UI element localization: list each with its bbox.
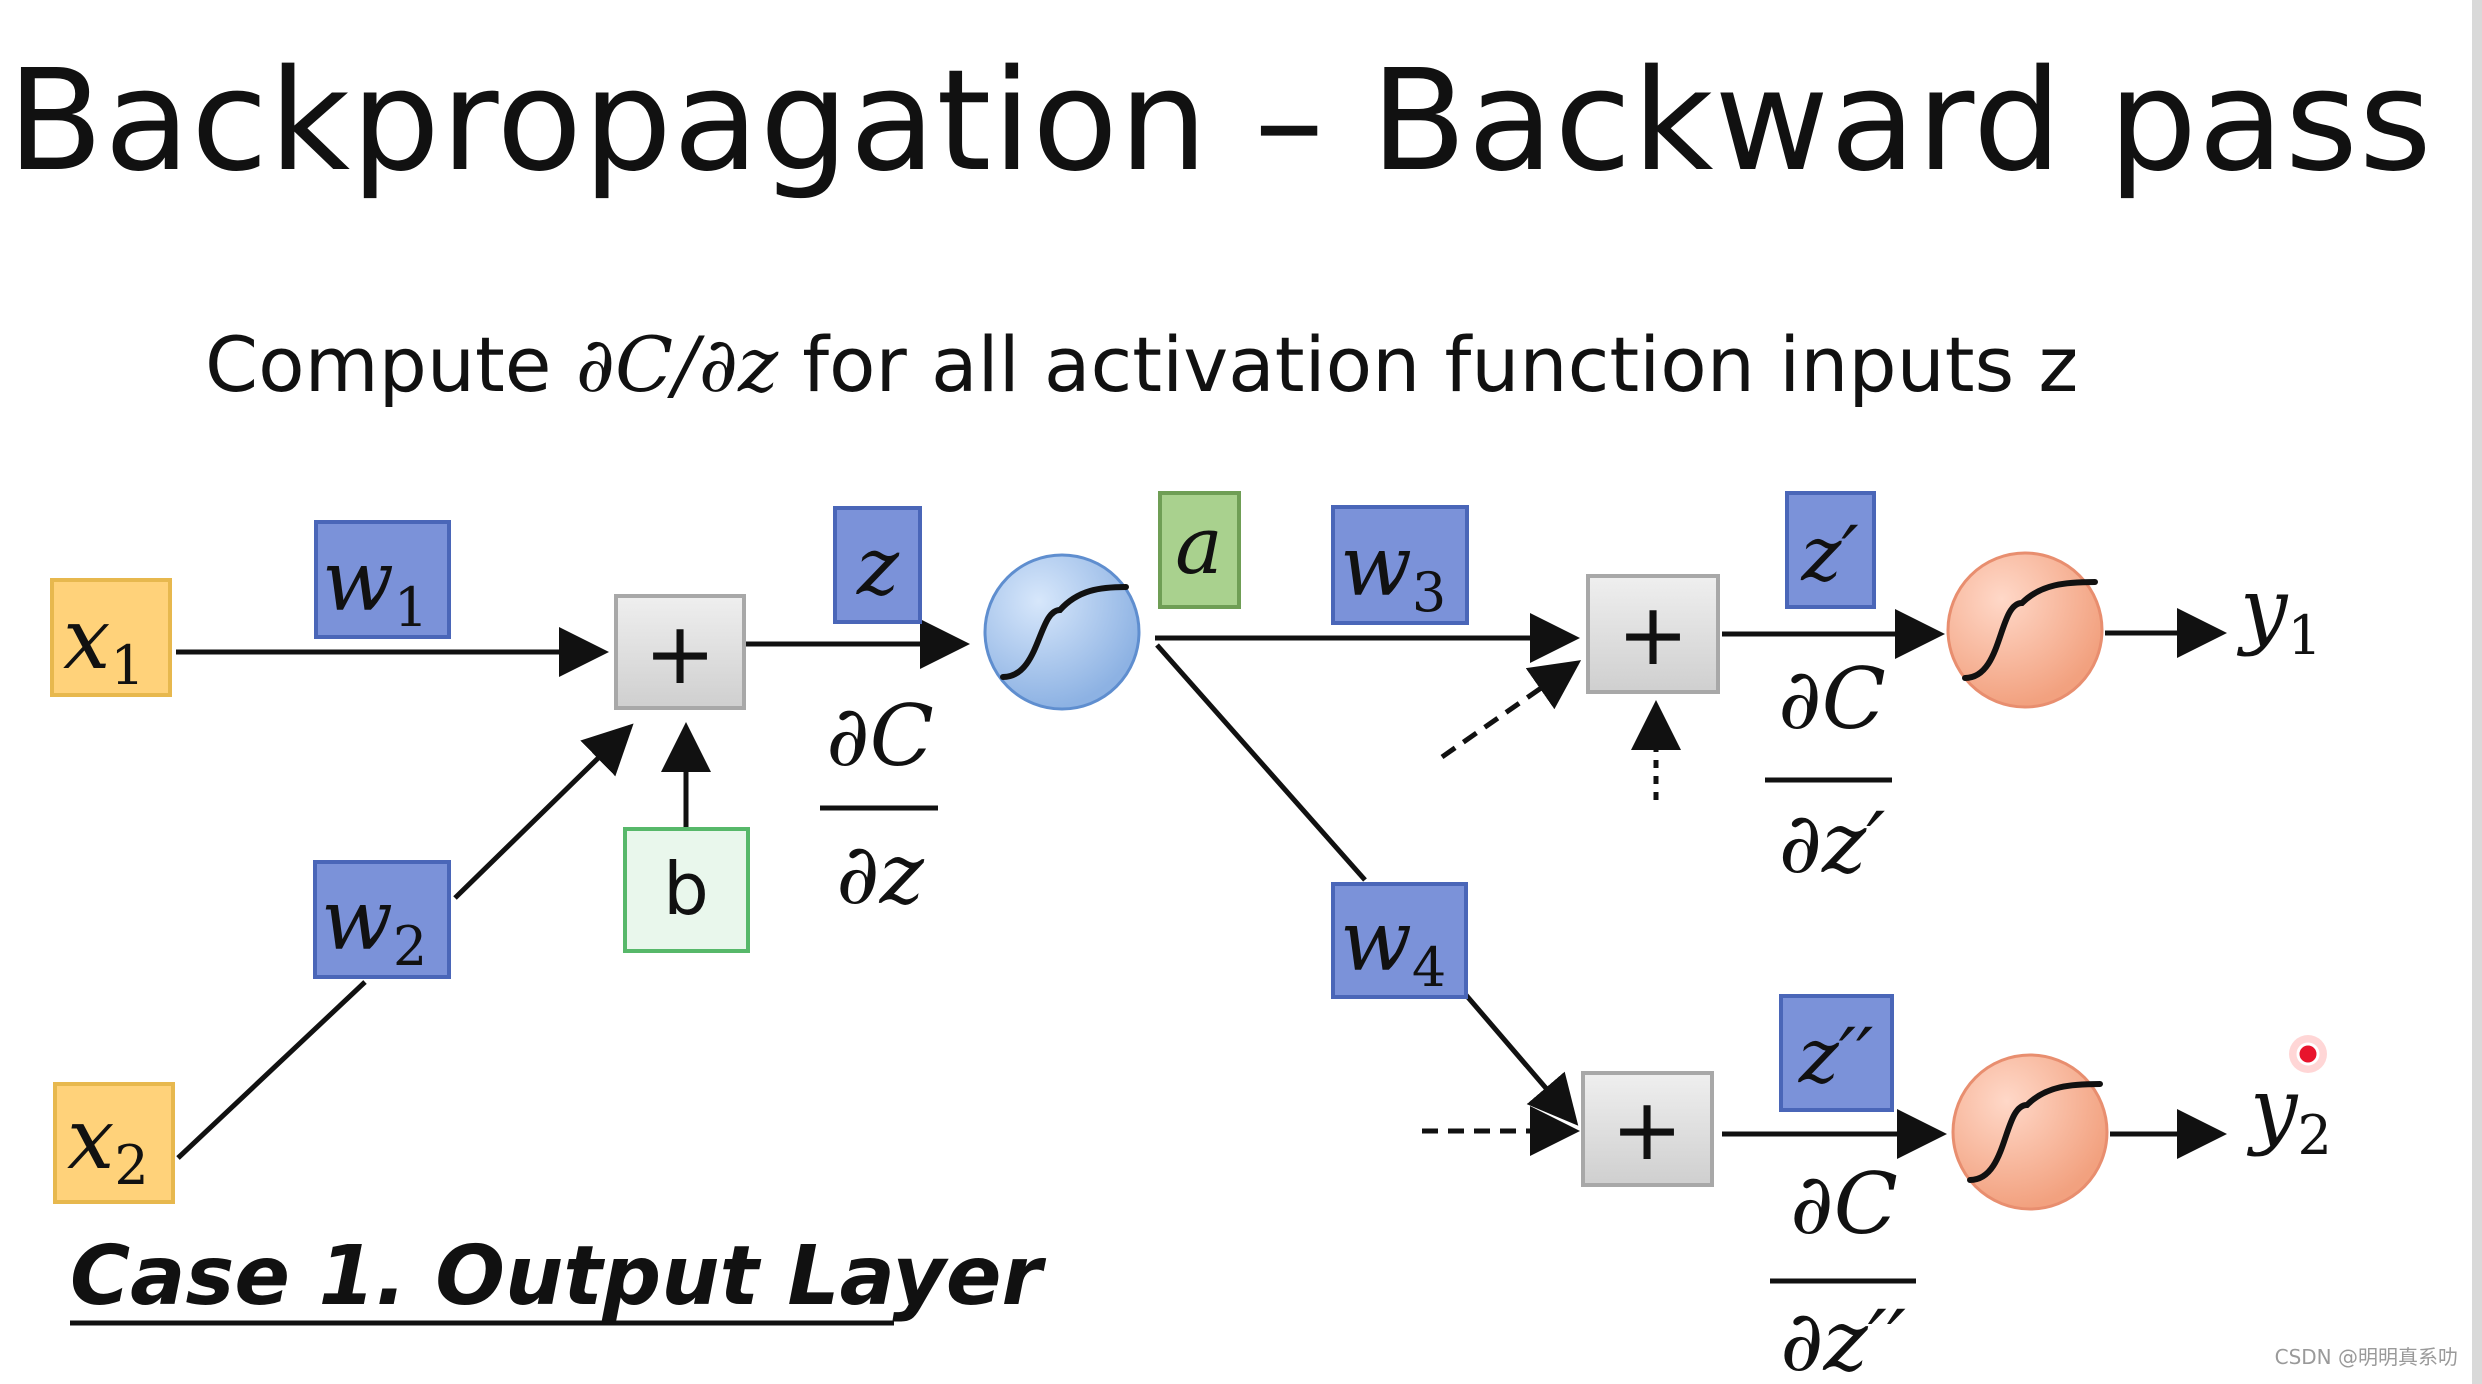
sum-node-1-symbol: + <box>644 604 716 704</box>
sum-node-3 <box>1581 1071 1714 1187</box>
slide-right-border <box>2472 0 2482 1384</box>
weight-node-w4-symbol: w4 <box>1340 892 1446 999</box>
z-node <box>833 506 922 624</box>
weight-node-w4 <box>1331 882 1468 999</box>
input-node-x2-symbol: x2 <box>67 1090 149 1197</box>
edge-w4-to-sum3 <box>1464 993 1579 1126</box>
weight-node-w2 <box>313 860 451 979</box>
subtitle-math: ∂C/∂z <box>575 320 779 409</box>
a-node <box>1158 491 1241 609</box>
sum-node-2-symbol: + <box>1617 585 1689 685</box>
sigmoid-curve-icon-3 <box>1967 1081 2103 1183</box>
edge-a-to-w4 <box>1155 643 1367 882</box>
weight-node-w1-symbol: w1 <box>322 532 428 639</box>
a-node-label: a <box>1175 499 1223 592</box>
sum-node-3-symbol: + <box>1611 1080 1683 1180</box>
z-prime-node-label: z′ <box>1800 509 1858 598</box>
output-y2: y2 <box>2246 1060 2332 1167</box>
cursor-pointer-icon <box>2296 1042 2320 1066</box>
z-double-prime-node-label: z′′ <box>1798 1011 1874 1100</box>
edge-x2-to-w2 <box>176 980 367 1160</box>
bias-node <box>623 827 750 953</box>
weight-node-w2-symbol: w2 <box>321 871 427 978</box>
watermark: CSDN @明明真系叻 <box>2274 1345 2458 1369</box>
slide-title: Backpropagation – Backward pass <box>7 40 2433 203</box>
weight-node-w1 <box>314 520 451 639</box>
sum-node-2 <box>1586 574 1720 694</box>
bias-node-label: b <box>663 847 709 931</box>
dashed-edge-sum2-diagonal <box>1440 660 1582 760</box>
subtitle-prefix: Compute <box>205 320 576 409</box>
fraction-z-denominator: ∂z <box>836 825 924 923</box>
fraction-z-prime-denominator: ∂z′ <box>1779 794 1886 892</box>
sum-node-1 <box>614 594 746 710</box>
input-node-x2 <box>53 1082 175 1204</box>
sigmoid-curve-icon-1 <box>1000 584 1129 680</box>
z-node-label: z <box>856 520 900 613</box>
fraction-z-numerator: ∂C <box>826 687 934 785</box>
sigmoid-curve-icon-2 <box>1962 579 2098 681</box>
fraction-z-prime-numerator: ∂C <box>1778 650 1886 748</box>
weight-node-w3-symbol: w3 <box>1340 517 1446 624</box>
fraction-z-double-prime-denominator: ∂z′′ <box>1780 1292 1906 1384</box>
edge-w2-to-sum1 <box>453 723 634 900</box>
input-node-x1-symbol: x1 <box>63 590 145 697</box>
case-label: Case 1. Output Layer <box>70 1229 1046 1324</box>
input-node-x1 <box>50 578 172 697</box>
slide-subtitle: Compute ∂C/∂z for all activation functio… <box>205 320 2078 409</box>
sigmoid-node-1 <box>983 553 1141 711</box>
z-double-prime-node <box>1779 994 1894 1112</box>
sigmoid-node-2 <box>1946 551 2104 709</box>
z-prime-node <box>1785 491 1876 609</box>
subtitle-suffix: for all activation function inputs z <box>778 320 2079 409</box>
output-y1: y1 <box>2236 560 2322 667</box>
weight-node-w3 <box>1331 505 1469 625</box>
fraction-z-double-prime-numerator: ∂C <box>1790 1155 1898 1253</box>
sigmoid-node-3 <box>1951 1053 2109 1211</box>
